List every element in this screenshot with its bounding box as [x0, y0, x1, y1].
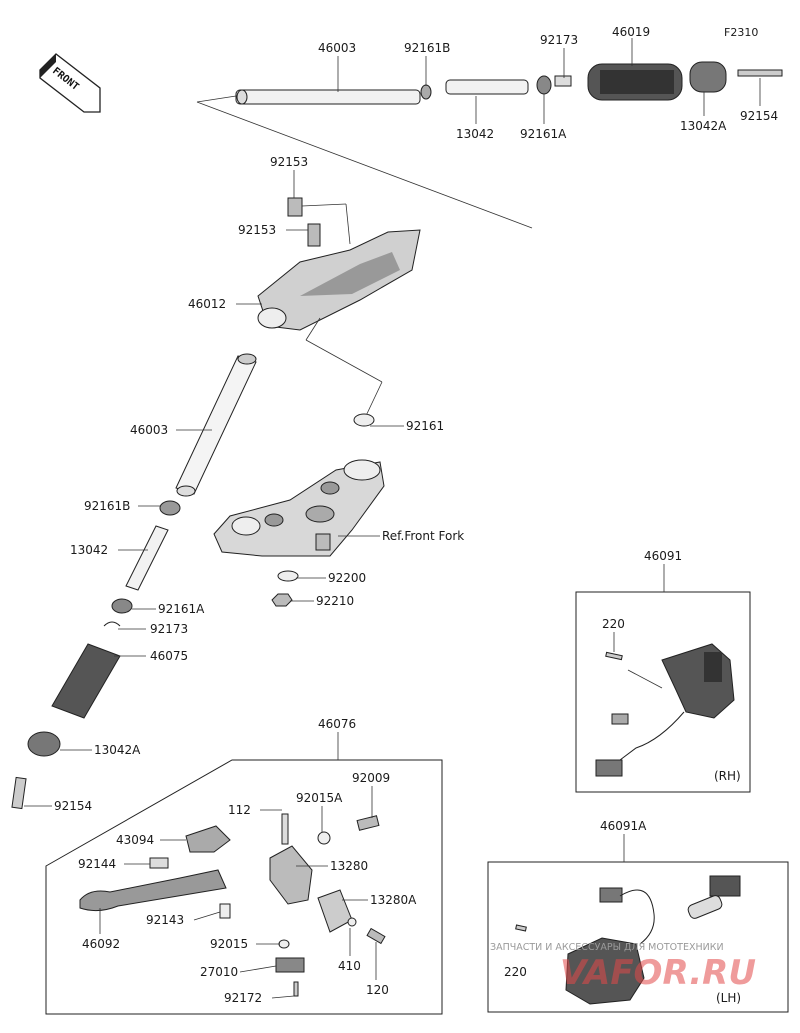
- label-92015: 92015: [210, 937, 248, 951]
- label-92015A: 92015A: [296, 791, 343, 805]
- label-120: 120: [366, 983, 389, 997]
- label-92161B-top: 92161B: [404, 41, 450, 55]
- label-92173-top: 92173: [540, 33, 578, 47]
- lh-switch-frame: [487, 861, 789, 1013]
- label-lh: (LH): [716, 991, 741, 1005]
- label-92161A-top: 92161A: [520, 127, 567, 141]
- label-46012: 46012: [188, 297, 226, 311]
- label-46091: 46091: [644, 549, 682, 563]
- mid-handlebar-tube: [175, 353, 257, 497]
- watermark-line2: VAFOR.RU: [560, 953, 756, 993]
- front-arrow-icon: FRONT: [39, 53, 101, 113]
- label-46075: 46075: [150, 649, 188, 663]
- label-220-lh: 220: [504, 965, 527, 979]
- top-handlebar-row: [196, 61, 783, 229]
- label-46092: 46092: [82, 937, 120, 951]
- watermark: ЗАПЧАСТИ И АКСЕССУАРЫ ДЛЯ МОТОТЕХНИКИ VA…: [490, 942, 756, 993]
- label-27010: 27010: [200, 965, 238, 979]
- label-13042-top: 13042: [456, 127, 494, 141]
- label-92161A-mid: 92161A: [158, 602, 205, 616]
- label-92143: 92143: [146, 913, 184, 927]
- label-43094: 43094: [116, 833, 154, 847]
- label-92153-b: 92153: [238, 223, 276, 237]
- label-13042A-mid: 13042A: [94, 743, 141, 757]
- upper-bracket: [257, 197, 421, 421]
- mid-grip-parts: [11, 500, 181, 810]
- label-13042A-top: 13042A: [680, 119, 727, 133]
- label-92200: 92200: [328, 571, 366, 585]
- lh-switch-housing: [515, 875, 741, 1005]
- lower-triple-clamp: [213, 459, 385, 607]
- diagram-code: F2310: [724, 26, 758, 39]
- label-92153-a: 92153: [270, 155, 308, 169]
- rh-switch-frame: [575, 591, 751, 793]
- label-46091A: 46091A: [600, 819, 647, 833]
- label-ref-front-fork: Ref.Front Fork: [382, 529, 464, 543]
- label-92144: 92144: [78, 857, 116, 871]
- lever-assembly-parts: [79, 813, 386, 997]
- washer-92161: [353, 413, 375, 427]
- label-92154-mid: 92154: [54, 799, 92, 813]
- label-92154-top: 92154: [740, 109, 778, 123]
- label-410: 410: [338, 959, 361, 973]
- label-112: 112: [228, 803, 251, 817]
- label-92210: 92210: [316, 594, 354, 608]
- leader-lines: [24, 38, 761, 999]
- label-46003-top: 46003: [318, 41, 356, 55]
- label-92161: 92161: [406, 419, 444, 433]
- label-13280: 13280: [330, 859, 368, 873]
- part-labels: 46003 92161B 92173 46019 13042 92161A 13…: [54, 25, 778, 1005]
- label-rh: (RH): [714, 769, 741, 783]
- label-13042-mid: 13042: [70, 543, 108, 557]
- label-92173-mid: 92173: [150, 622, 188, 636]
- label-92161B-mid: 92161B: [84, 499, 130, 513]
- label-46019: 46019: [612, 25, 650, 39]
- label-46003-mid: 46003: [130, 423, 168, 437]
- label-92009: 92009: [352, 771, 390, 785]
- label-46076: 46076: [318, 717, 356, 731]
- label-92172: 92172: [224, 991, 262, 1005]
- lever-assembly-frame: [45, 759, 443, 1015]
- watermark-line1: ЗАПЧАСТИ И АКСЕССУАРЫ ДЛЯ МОТОТЕХНИКИ: [490, 942, 724, 953]
- label-220-rh: 220: [602, 617, 625, 631]
- rh-switch-housing: [595, 643, 735, 777]
- label-13280A: 13280A: [370, 893, 417, 907]
